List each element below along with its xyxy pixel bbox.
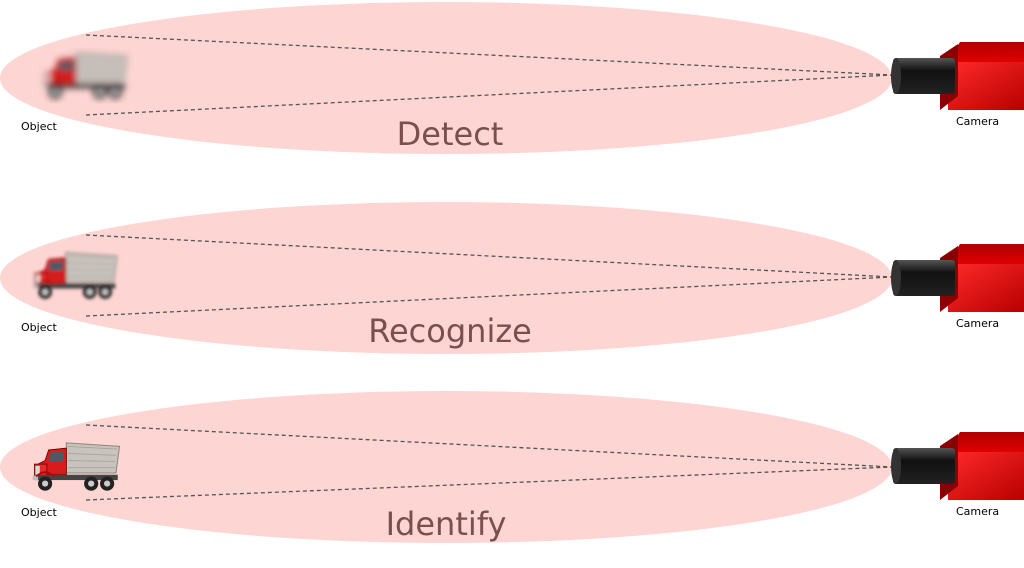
sight-line-top [85,424,893,468]
object-label: Object [21,321,57,334]
stage-recognize: Recognize Object Camera [0,200,1024,380]
sight-line-bottom [85,276,893,317]
field-of-view-ellipse [0,391,892,543]
stage-title: Detect [396,115,504,153]
stage-detect: Detect Object Camera [0,0,1024,180]
sight-line-top [85,34,893,76]
field-of-view-ellipse [0,2,892,154]
object-label: Object [21,506,57,519]
camera-icon [891,42,1024,110]
stage-identify: Identify Object Camera [0,388,1024,568]
stage-title: Recognize [368,312,532,350]
camera-label: Camera [956,505,1000,518]
camera-icon [891,244,1024,312]
field-of-view-ellipse [0,202,892,354]
sight-line-bottom [85,74,893,116]
sight-line-bottom [85,466,893,501]
object-label: Object [21,120,57,133]
stage-title: Identify [385,505,507,543]
camera-label: Camera [956,115,1000,128]
sight-line-top [85,234,893,278]
camera-label: Camera [956,317,1000,330]
camera-icon [891,432,1024,500]
